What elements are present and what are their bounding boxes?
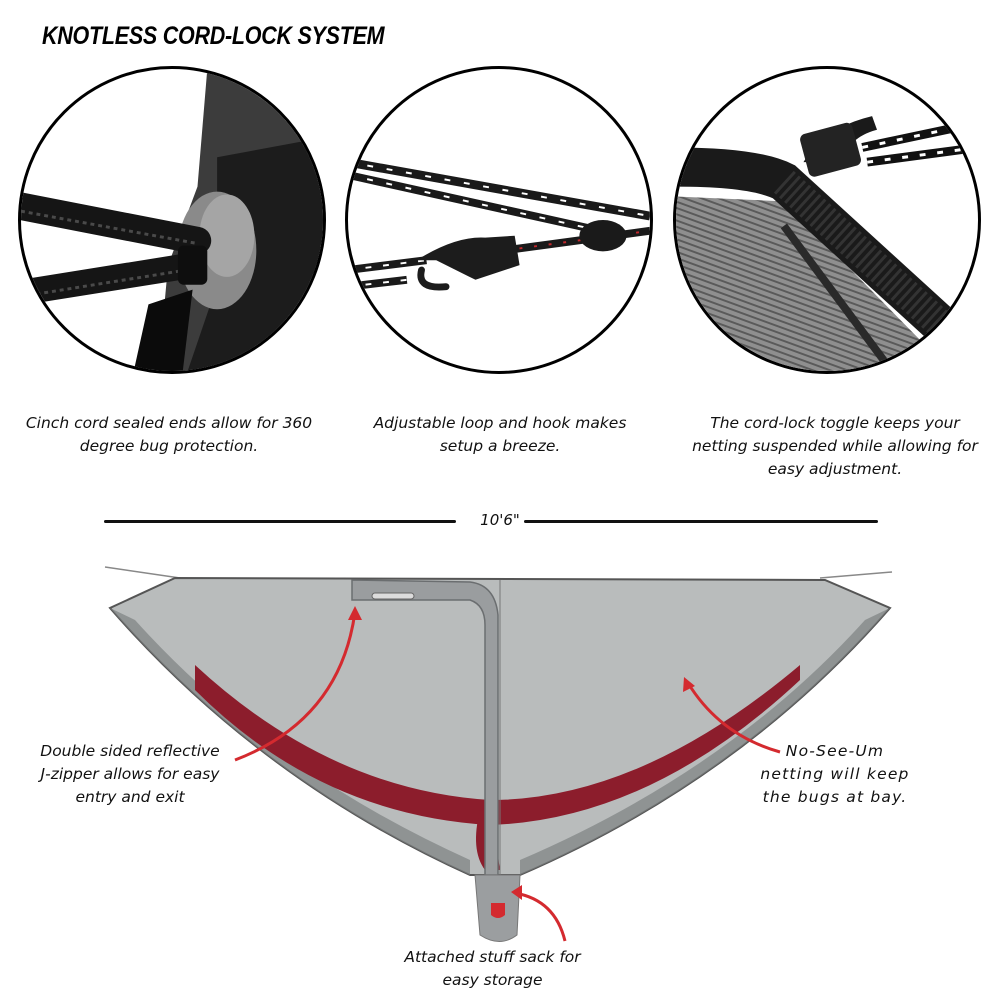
page-title: KNOTLESS CORD-LOCK SYSTEM [42,22,385,50]
feature-caption-cinch-cord: Cinch cord sealed ends allow for 360 deg… [25,414,313,455]
feature-image-loop-hook [345,66,653,374]
callout-netting: No-See-Um netting will keep the bugs at … [760,742,910,806]
cinch-cord-closeup-photo-icon [21,69,323,371]
dimension-label: 10'6" [480,511,520,529]
feature-image-cord-lock-toggle [673,66,981,374]
hammock-bug-net-illustration [104,566,893,942]
dimension-line-right [524,520,878,523]
feature-caption-loop-hook: Adjustable loop and hook makes setup a b… [373,414,627,455]
cord-lock-toggle-closeup-photo-icon [676,116,978,371]
feature-caption-cord-lock-toggle: The cord-lock toggle keeps your netting … [692,414,978,478]
callout-stuff-sack: Attached stuff sack for easy storage [404,948,581,989]
callout-j-zipper: Double sided reflective J-zipper allows … [40,742,220,806]
feature-image-cinch-cord [18,66,326,374]
dimension-line-left [104,520,456,523]
loop-and-hook-closeup-photo-icon [348,157,650,291]
